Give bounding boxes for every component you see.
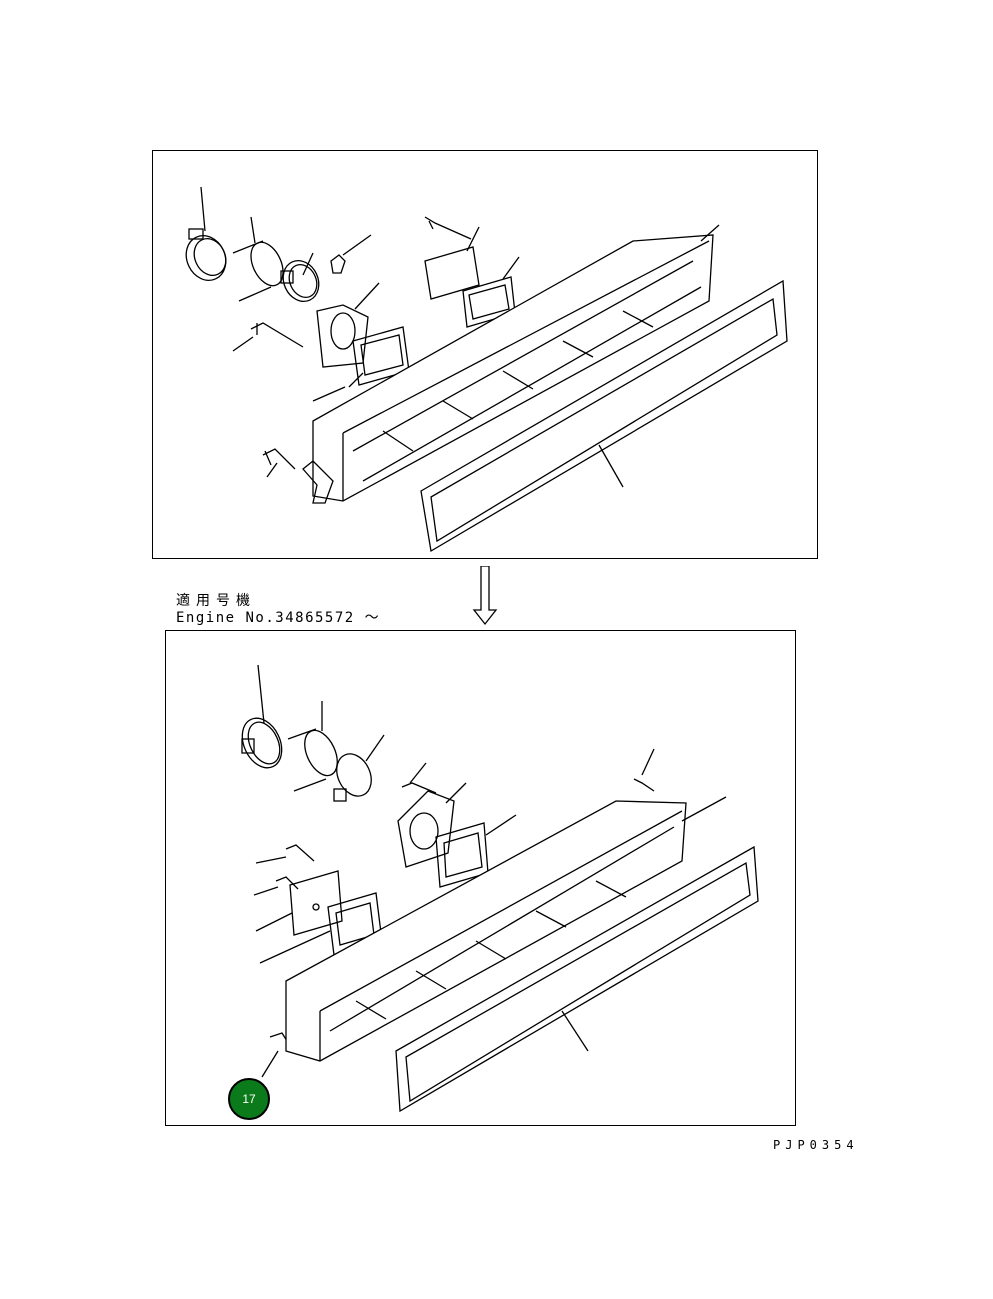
bolt [401, 782, 437, 794]
bolt [424, 216, 472, 240]
aftercooler-core [312, 234, 714, 502]
bolt [275, 876, 299, 890]
bolt [262, 448, 296, 470]
hose-clamp [336, 753, 372, 797]
bolt [285, 844, 315, 862]
aftercooler-assembly-before [185, 186, 788, 553]
hose-clamp [241, 717, 283, 769]
applicability-label-japanese: 適用号機 [176, 593, 256, 609]
hose [287, 728, 327, 792]
arrow-down-icon [472, 566, 498, 626]
hose-clamp [282, 260, 320, 302]
applicability-label-engine-number: Engine No.34865572 ～ [176, 610, 381, 626]
bolt [250, 322, 304, 348]
aftercooler-assembly-after [241, 664, 759, 1113]
outlet-pipe [302, 460, 334, 504]
long-gasket [420, 279, 788, 553]
plug [330, 254, 346, 274]
hose-clamp [185, 235, 227, 281]
drawing-code: PJP0354 [773, 1138, 859, 1152]
cover-plate [289, 870, 343, 936]
bolt [633, 778, 655, 792]
elbow-cover [316, 304, 369, 368]
diagram-panel-after [165, 630, 796, 1126]
diagram-panel-before [152, 150, 818, 559]
callout-badge: 17 [228, 1078, 270, 1120]
long-gasket [395, 845, 759, 1113]
callout-badge-number: 17 [242, 1092, 256, 1106]
aftercooler-core [285, 800, 687, 1062]
cover-plate [424, 246, 480, 300]
elbow-cover [397, 790, 455, 868]
